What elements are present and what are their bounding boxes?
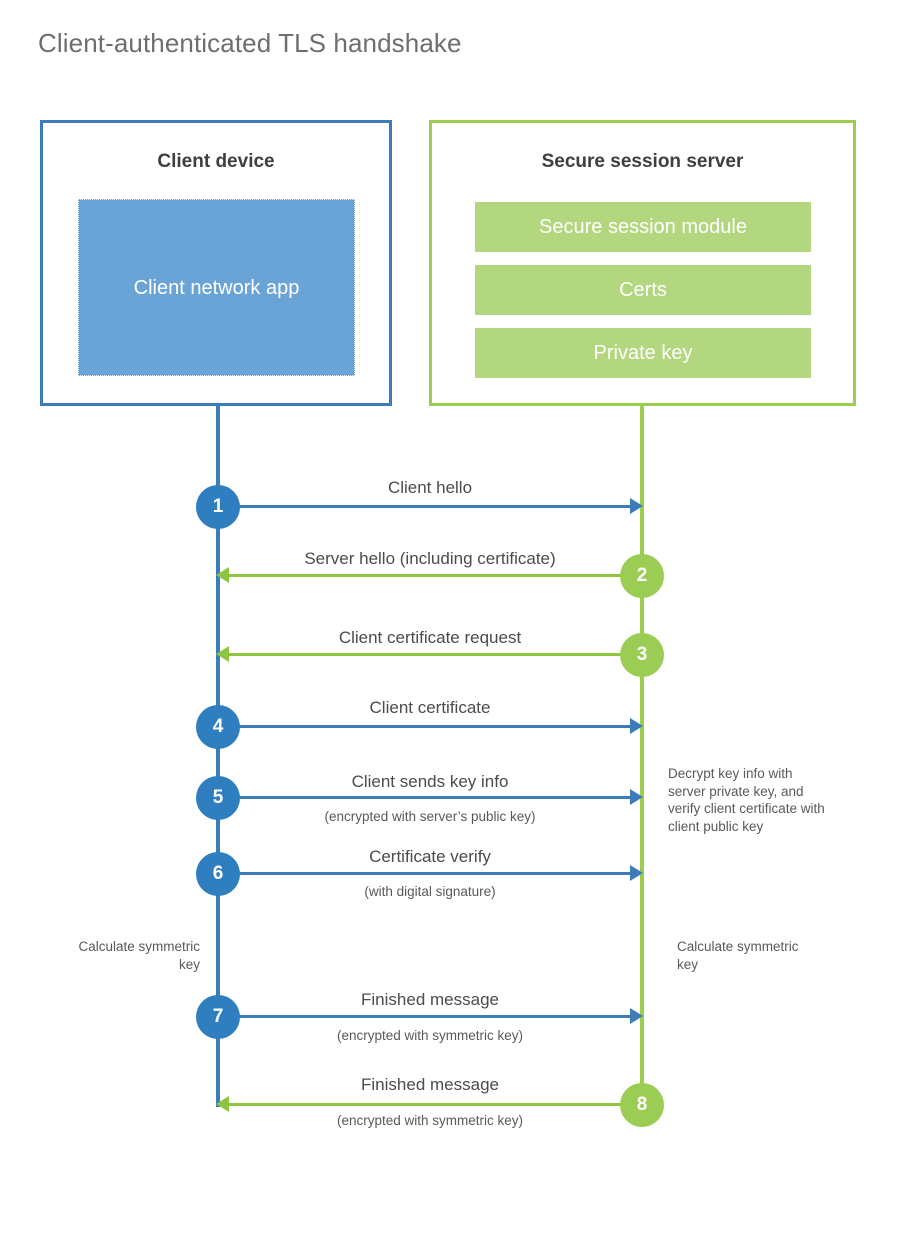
step-6-arrow-head-icon xyxy=(630,865,643,881)
step-1-label: Client hello xyxy=(387,478,473,497)
step-5-sublabel: (encrypted with server’s public key) xyxy=(324,809,536,824)
step-1-arrow-head-icon xyxy=(630,498,643,514)
step-8-sublabel: (encrypted with symmetric key) xyxy=(336,1113,524,1128)
step-5-label: Client sends key info xyxy=(351,772,509,791)
server-lifeline xyxy=(640,406,644,1105)
step-7-label: Finished message xyxy=(361,990,499,1009)
step-4-arrow-line xyxy=(218,725,630,728)
step-4-circle: 4 xyxy=(196,705,240,749)
step-8-circle: 8 xyxy=(620,1083,664,1127)
client-device-title: Client device xyxy=(157,151,275,172)
step-6-label: Certificate verify xyxy=(369,847,491,866)
step-1-arrow-line xyxy=(218,505,630,508)
step-8-arrow-head-icon xyxy=(216,1096,229,1112)
step-4-arrow-head-icon xyxy=(630,718,643,734)
client-network-app-block: Client network app xyxy=(78,199,355,376)
secure-session-server-box: Secure session server Secure session mod… xyxy=(429,120,856,406)
step-2-arrow-head-icon xyxy=(216,567,229,583)
secure-session-server-title: Secure session server xyxy=(541,151,744,172)
step-7-arrow-head-icon xyxy=(630,1008,643,1024)
page-title: Client-authenticated TLS handshake xyxy=(38,28,462,58)
step-8-label: Finished message xyxy=(361,1075,499,1094)
server-calculate-symmetric-key-note: Calculate symmetric key xyxy=(677,939,799,972)
server-module-bar-certs: Certs xyxy=(475,265,811,315)
step-4-label: Client certificate xyxy=(369,698,491,717)
step-7-circle: 7 xyxy=(196,995,240,1039)
step-2-circle: 2 xyxy=(620,554,664,598)
step-3-circle: 3 xyxy=(620,633,664,677)
step-8-arrow-line xyxy=(229,1103,642,1106)
step-7-sublabel: (encrypted with symmetric key) xyxy=(336,1028,524,1043)
step-7-arrow-line xyxy=(218,1015,630,1018)
step-3-arrow-line xyxy=(229,653,642,656)
client-calculate-symmetric-key-note: Calculate symmetric key xyxy=(78,939,200,972)
step-2-label: Server hello (including certificate) xyxy=(304,549,556,568)
step-6-circle: 6 xyxy=(196,852,240,896)
step-6-sublabel: (with digital signature) xyxy=(364,884,496,899)
step-5-arrow-line xyxy=(218,796,630,799)
step-3-label: Client certificate request xyxy=(338,628,522,647)
step-2-arrow-line xyxy=(229,574,642,577)
step-3-arrow-head-icon xyxy=(216,646,229,662)
step-6-arrow-line xyxy=(218,872,630,875)
step-5-circle: 5 xyxy=(196,776,240,820)
client-lifeline xyxy=(216,406,220,1107)
step-1-circle: 1 xyxy=(196,485,240,529)
step-5-arrow-head-icon xyxy=(630,789,643,805)
server-module-bar-private-key: Private key xyxy=(475,328,811,378)
server-module-bar-secure-session-module: Secure session module xyxy=(475,202,811,252)
client-device-box: Client device Client network app xyxy=(40,120,392,406)
server-decrypt-note: Decrypt key info with server private key… xyxy=(668,766,825,834)
